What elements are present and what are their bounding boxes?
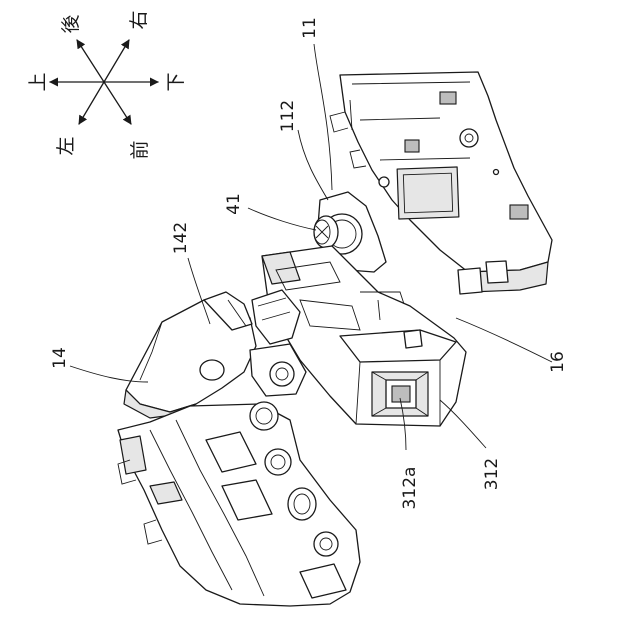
label-112: 112 bbox=[278, 100, 298, 132]
direction-compass: 上 後 右 下 左 前 bbox=[27, 10, 187, 159]
leader-112 bbox=[298, 130, 328, 200]
base-housing bbox=[118, 402, 360, 606]
leader-11 bbox=[314, 44, 332, 190]
label-312: 312 bbox=[482, 458, 502, 490]
label-right: 右 bbox=[128, 10, 150, 29]
label-41: 41 bbox=[224, 193, 244, 215]
arrow-front-direction bbox=[104, 82, 131, 124]
arrow-right-direction bbox=[104, 40, 129, 82]
label-front: 前 bbox=[129, 140, 151, 159]
arrow-back-direction bbox=[77, 40, 104, 82]
label-back: 後 bbox=[60, 14, 82, 33]
label-16: 16 bbox=[548, 351, 568, 373]
label-up: 上 bbox=[27, 72, 49, 91]
leader-16 bbox=[456, 318, 552, 362]
label-142: 142 bbox=[171, 222, 191, 254]
arrow-left-direction bbox=[79, 82, 104, 124]
label-312a: 312a bbox=[400, 467, 420, 510]
label-11: 11 bbox=[300, 17, 320, 39]
label-down: 下 bbox=[165, 72, 187, 91]
leader-41 bbox=[248, 208, 316, 230]
part-41-screw bbox=[314, 216, 338, 248]
label-14: 14 bbox=[50, 347, 70, 369]
label-left: 左 bbox=[55, 136, 77, 155]
part-14-trigger-lever bbox=[124, 290, 306, 418]
